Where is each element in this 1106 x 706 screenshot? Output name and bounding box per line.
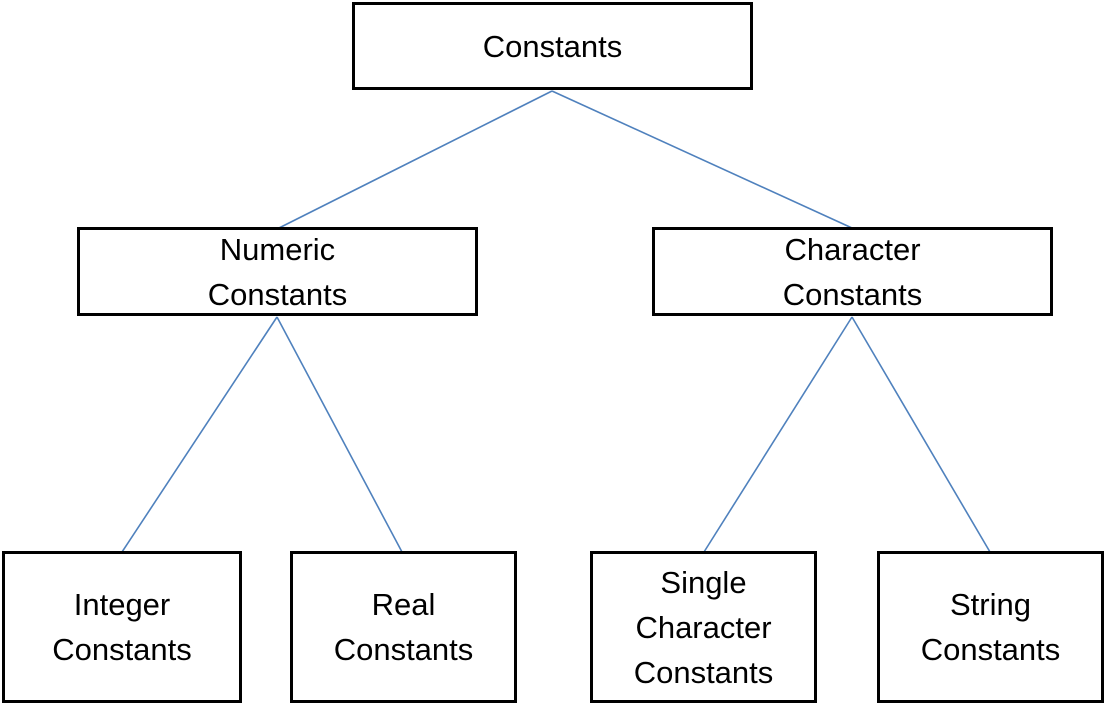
node-real-constants: Real Constants [290, 551, 517, 703]
edge-root-numeric [278, 90, 553, 229]
node-numeric-constants: Numeric Constants [77, 227, 478, 316]
node-integer-constants: Integer Constants [2, 551, 242, 703]
node-constants: Constants [352, 2, 753, 90]
edge-character-string [851, 316, 991, 553]
node-character-constants: Character Constants [652, 227, 1053, 316]
node-single-character-constants: Single Character Constants [590, 551, 817, 703]
edge-root-character [551, 90, 853, 229]
edge-character-single [703, 316, 853, 553]
node-string-constants: String Constants [877, 551, 1104, 703]
edge-numeric-real [276, 316, 403, 553]
edge-numeric-integer [121, 316, 278, 553]
